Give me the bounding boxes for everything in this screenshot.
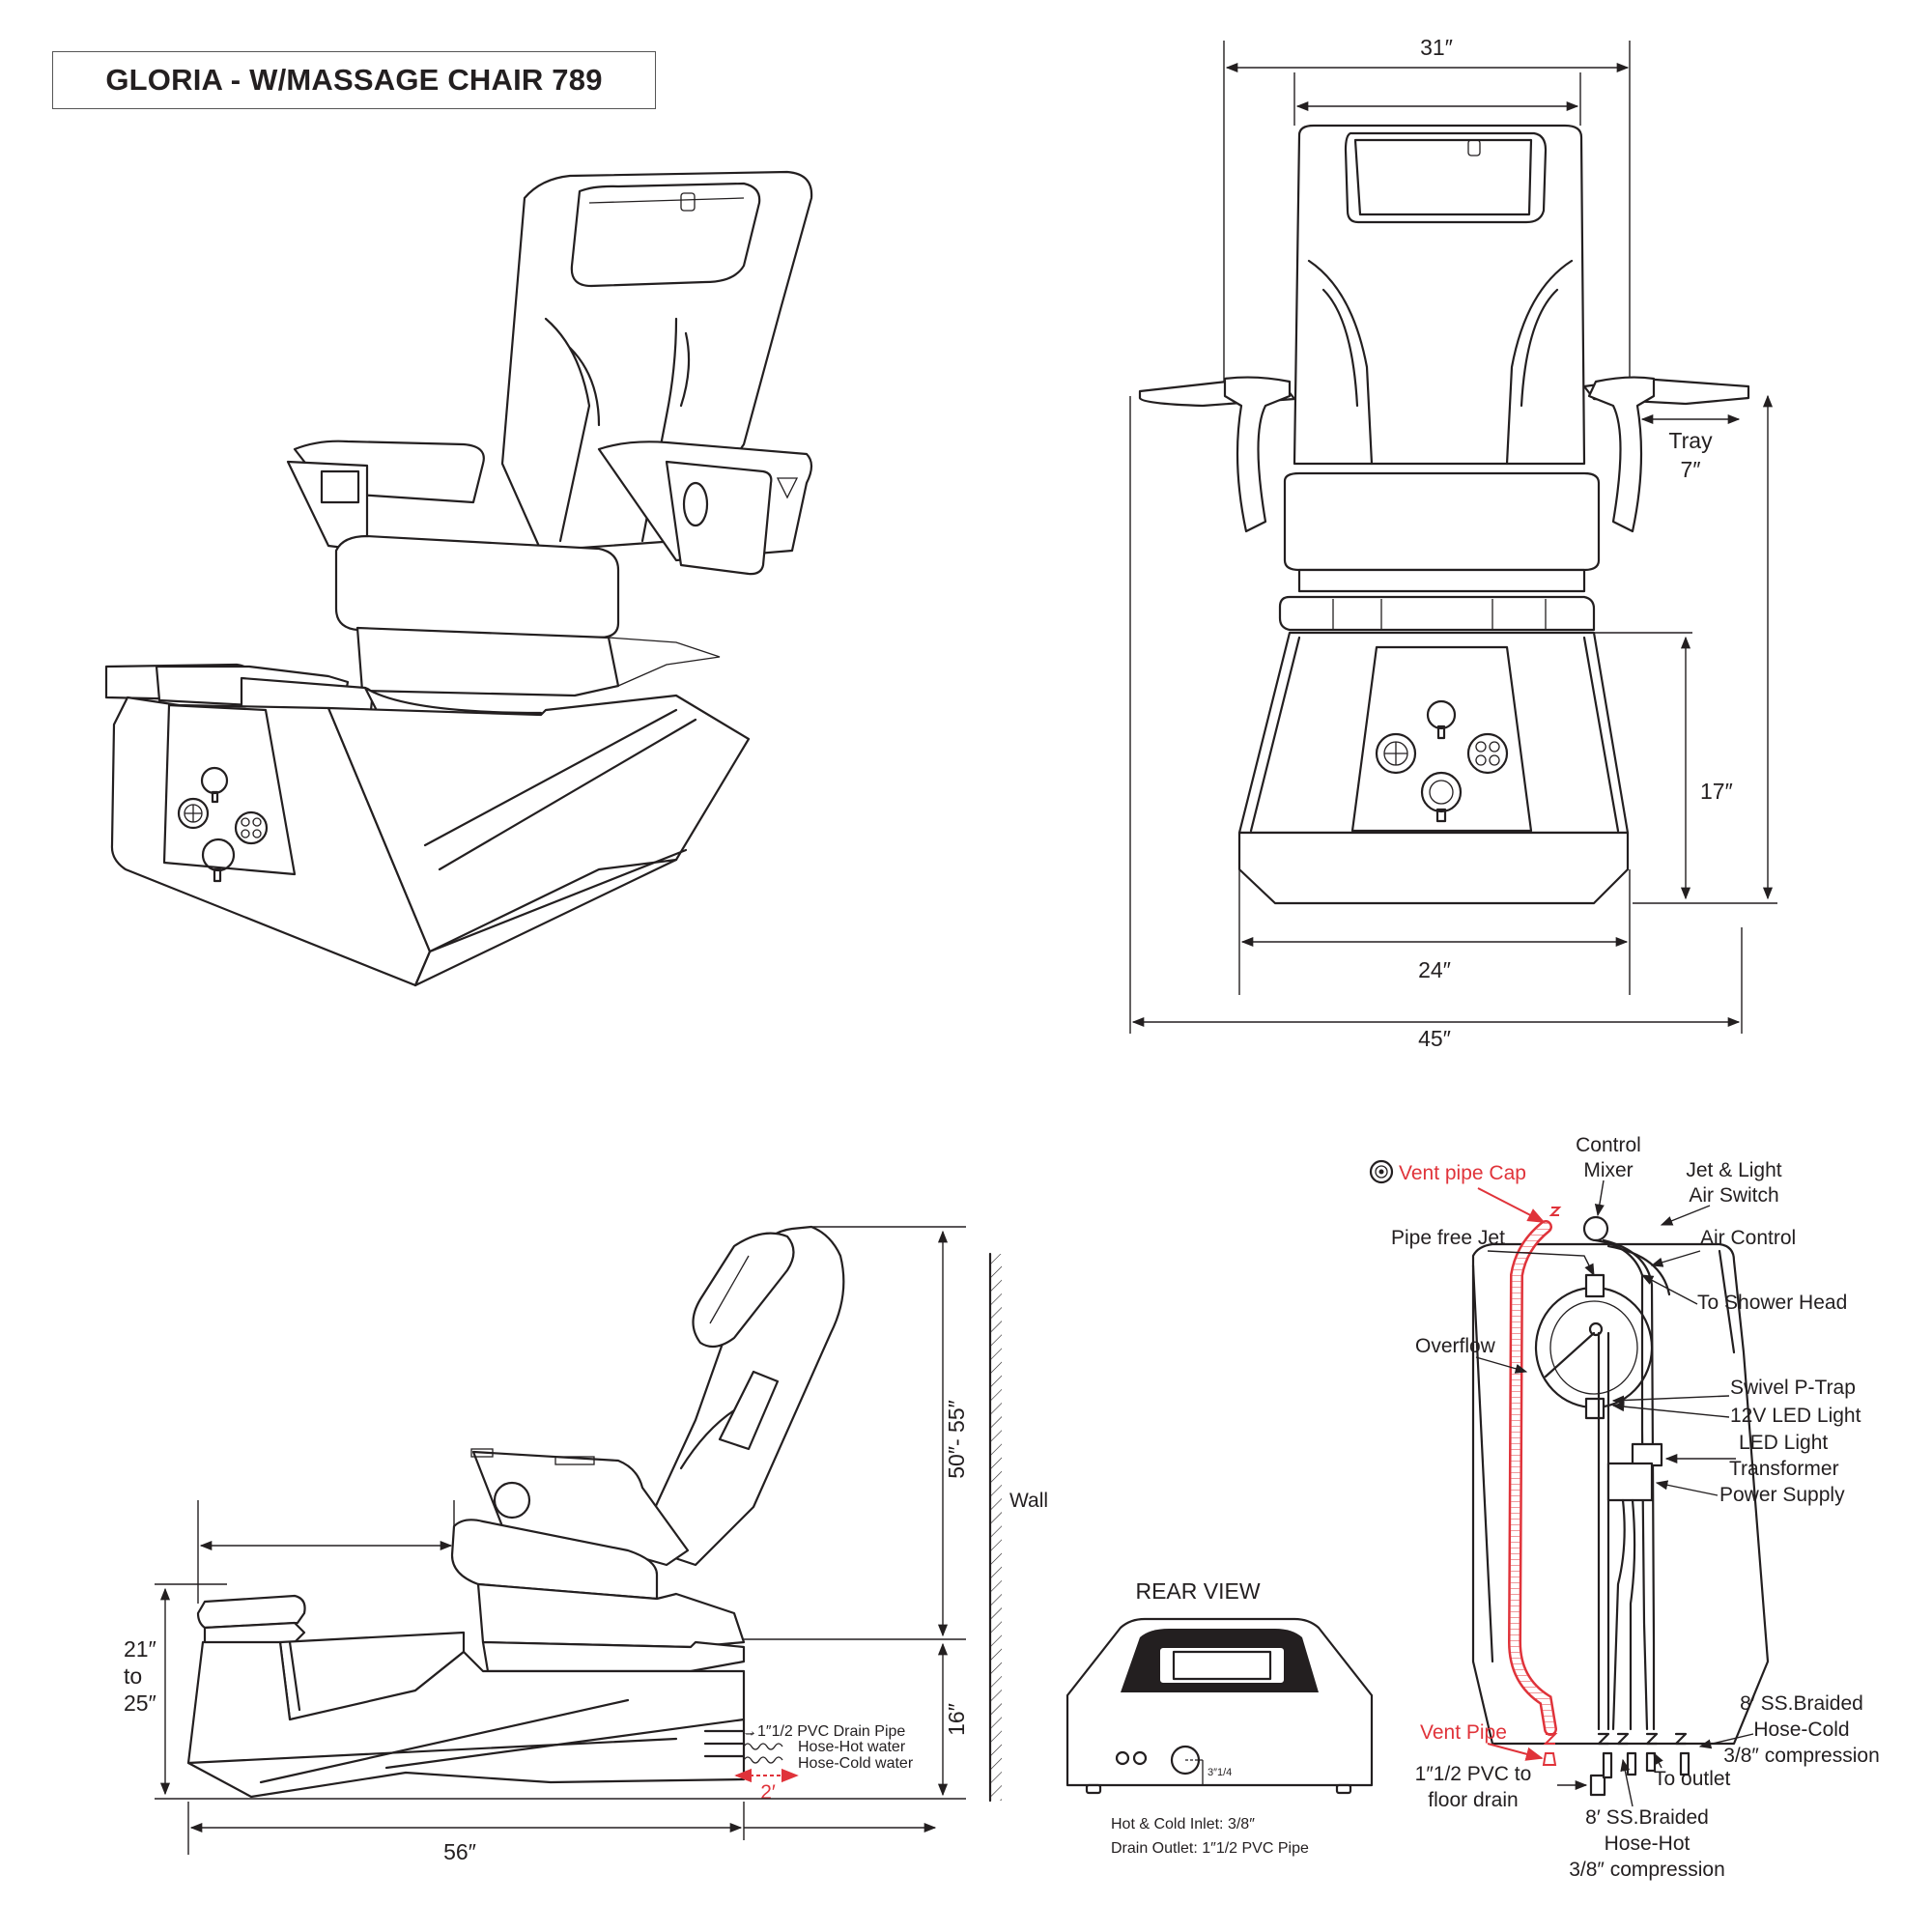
power-supply-label: Power Supply (1719, 1484, 1845, 1506)
dim-17in: 17″ (1700, 779, 1733, 804)
title-box: GLORIA - W/MASSAGE CHAIR 789 (52, 51, 656, 109)
rear-drain-outlet-icon (1170, 1745, 1201, 1776)
dim-front-25in: 25″ (124, 1690, 156, 1716)
tray-label: Tray (1668, 428, 1713, 453)
front-footrest (1278, 595, 1596, 632)
to-outlet-label: To outlet (1654, 1768, 1731, 1790)
dim-tray-7in: 7″ (1681, 457, 1701, 482)
dim-clearance-2ft: 2′ (760, 1781, 776, 1804)
front-view: 31″ Tray 7″ (1129, 35, 1777, 1051)
side-headrest (692, 1232, 795, 1349)
dim-50-55in: 50″- 55″ (944, 1400, 969, 1479)
rear-view: REAR VIEW 3″1/4 Hot & Cold Inlet: 3/8″ D… (1065, 1578, 1374, 1857)
dim-24in: 24″ (1418, 957, 1451, 982)
swivel-p-trap-label: Swivel P-Trap (1730, 1377, 1856, 1399)
iso-seat-cushion (334, 534, 620, 639)
iso-base-side (327, 694, 751, 953)
vent-pipe-cap-label: Vent pipe Cap (1399, 1162, 1526, 1184)
front-seat (1283, 471, 1601, 572)
dim-front-to: to (124, 1663, 142, 1689)
drain-fitting-icon (1589, 1774, 1606, 1797)
iso-logo-icon (680, 192, 696, 212)
iso-air-switch-icon (234, 810, 269, 845)
pvc-floor-drain-label-2: floor drain (1428, 1789, 1518, 1811)
dim-front-21in: 21″ (124, 1636, 156, 1662)
isometric-view (104, 170, 813, 987)
side-seat (450, 1519, 659, 1601)
front-air-switch-icon (1466, 732, 1509, 775)
iso-light-button-icon (177, 797, 210, 830)
shower-head-label: To Shower Head (1697, 1292, 1847, 1314)
vent-cap-icon (1369, 1159, 1394, 1184)
page-title: GLORIA - W/MASSAGE CHAIR 789 (105, 63, 603, 97)
front-left-arm (1223, 376, 1292, 533)
hose-cold-label: Hose-Cold water (798, 1755, 914, 1772)
dim-31in: 31″ (1420, 35, 1453, 60)
hose-hot-label: Hose-Hot water (798, 1739, 906, 1755)
side-cup-holder-icon (493, 1481, 531, 1520)
pvc-floor-drain-label-1: 1″1/2 PVC to (1415, 1763, 1532, 1785)
hot-hose-label-3: 3/8″ compression (1569, 1859, 1725, 1881)
front-logo-icon (1467, 139, 1481, 156)
cold-hose-label-1: 8′ SS.Braided (1740, 1692, 1863, 1715)
vent-pipe-fitting-icon (1542, 1752, 1557, 1766)
led-light-box (1631, 1442, 1663, 1467)
wall-hatch (990, 1254, 1002, 1801)
transformer-box (1606, 1462, 1654, 1502)
cold-hose-label-3: 3/8″ compression (1723, 1745, 1880, 1767)
transformer-label: Transformer (1729, 1458, 1839, 1480)
rear-cold-inlet-icon (1132, 1750, 1148, 1766)
iso-tray-box (320, 469, 360, 504)
dim-45in: 45″ (1418, 1026, 1451, 1051)
front-drain-knob-icon (1420, 771, 1463, 823)
pipe-free-jet-label: Pipe free Jet (1391, 1227, 1505, 1249)
cold-hose-label-2: Hose-Cold (1753, 1719, 1849, 1741)
rear-outlet-note: Drain Outlet: 1″1/2 PVC Pipe (1111, 1840, 1309, 1857)
rear-hot-inlet-icon (1115, 1750, 1130, 1766)
rear-view-heading: REAR VIEW (1135, 1578, 1260, 1604)
hot-hose-label-2: Hose-Hot (1605, 1833, 1690, 1855)
front-light-button-icon (1375, 732, 1417, 775)
iso-right-panel (665, 460, 773, 576)
dim-16in: 16″ (944, 1703, 969, 1736)
dim-56in: 56″ (443, 1839, 476, 1864)
air-control-label: Air Control (1700, 1227, 1796, 1249)
iso-base-panel (162, 703, 297, 876)
jet-air-switch-label-2: Air Switch (1689, 1184, 1778, 1207)
side-view: Wall → →1″1/2 PVC Drain Pipe Hose-Hot wa… (124, 1225, 1048, 1864)
pipe-arrow-icon: → (744, 1727, 754, 1739)
iso-cup-holder-icon (682, 481, 709, 527)
front-right-arm (1587, 376, 1656, 533)
overflow-label: Overflow (1415, 1335, 1496, 1357)
wall-label: Wall (1009, 1490, 1048, 1512)
plumbing-diagram: Vent pipe Cap Control Mixer Jet & Light … (1369, 1134, 1880, 1881)
side-base (186, 1640, 746, 1799)
front-base-lower (1237, 831, 1630, 905)
rear-inlet-note: Hot & Cold Inlet: 3/8″ (1111, 1816, 1255, 1833)
front-backrest (1293, 124, 1586, 466)
led-light-label: LED Light (1739, 1432, 1828, 1454)
side-footrest (196, 1594, 306, 1630)
rear-offset-note: 3″1/4 (1208, 1767, 1232, 1778)
control-mixer-label-1: Control (1576, 1134, 1641, 1156)
iso-headrest (570, 182, 761, 288)
led-12v-label: 12V LED Light (1730, 1405, 1861, 1427)
front-jet-knob-icon (1426, 699, 1457, 740)
jet-air-switch-label-1: Jet & Light (1686, 1159, 1781, 1181)
pvc-drain-pipe-label: →1″1/2 PVC Drain Pipe (742, 1723, 905, 1740)
hot-hose-label-1: 8′ SS.Braided (1585, 1806, 1709, 1829)
iso-jet-knob-icon (200, 766, 229, 804)
iso-under-seat (355, 626, 620, 697)
control-mixer-icon (1582, 1215, 1609, 1242)
control-mixer-label-2: Mixer (1583, 1159, 1633, 1181)
iso-drain-knob-icon (201, 838, 236, 883)
vent-pipe-label: Vent Pipe (1420, 1721, 1507, 1744)
